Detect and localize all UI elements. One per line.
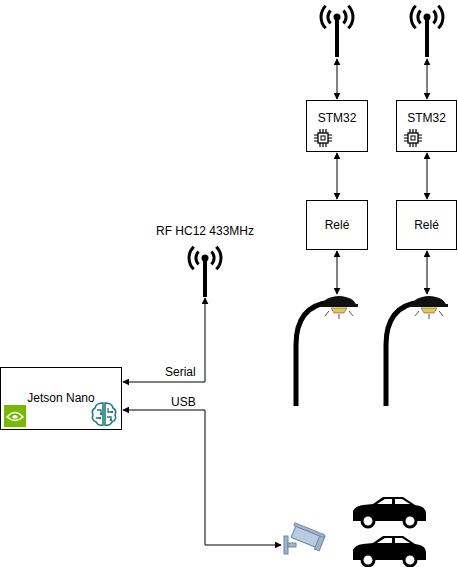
street-lamp	[386, 296, 448, 406]
connector	[123, 298, 205, 382]
mcu-box: STM32	[306, 100, 368, 152]
radio-link	[337, 59, 338, 99]
antenna-icon	[185, 237, 225, 297]
node-text: Relé	[307, 218, 367, 232]
radio-link	[427, 59, 428, 99]
node-text: STM32	[307, 111, 367, 125]
chip-icon	[403, 128, 423, 148]
car-icon	[353, 536, 426, 566]
edge-label: Serial	[164, 365, 197, 379]
relay-box: Relé	[396, 200, 457, 250]
nvidia-logo	[4, 405, 26, 427]
node-text: Jetson Nano	[1, 391, 121, 405]
node-text: STM32	[397, 111, 456, 125]
computer-box: Jetson Nano	[0, 367, 122, 430]
node-text: RF HC12 433MHz	[140, 224, 270, 238]
node-text: Relé	[397, 218, 456, 232]
usb-wire	[123, 410, 281, 545]
radio-module: RF HC12 433MHz	[140, 222, 270, 297]
camera-icon	[284, 523, 326, 554]
chip-icon	[313, 128, 333, 148]
mcu-box: STM32	[396, 100, 457, 152]
car-icon	[353, 497, 426, 527]
connector	[427, 153, 428, 199]
interface-label: USB	[170, 395, 197, 409]
power-link	[337, 251, 338, 294]
antenna-icon	[411, 6, 443, 57]
antenna-icon	[321, 6, 353, 57]
power-link	[427, 251, 428, 294]
relay-box: Relé	[306, 200, 368, 250]
connector	[337, 153, 338, 199]
street-lamp	[296, 296, 358, 406]
